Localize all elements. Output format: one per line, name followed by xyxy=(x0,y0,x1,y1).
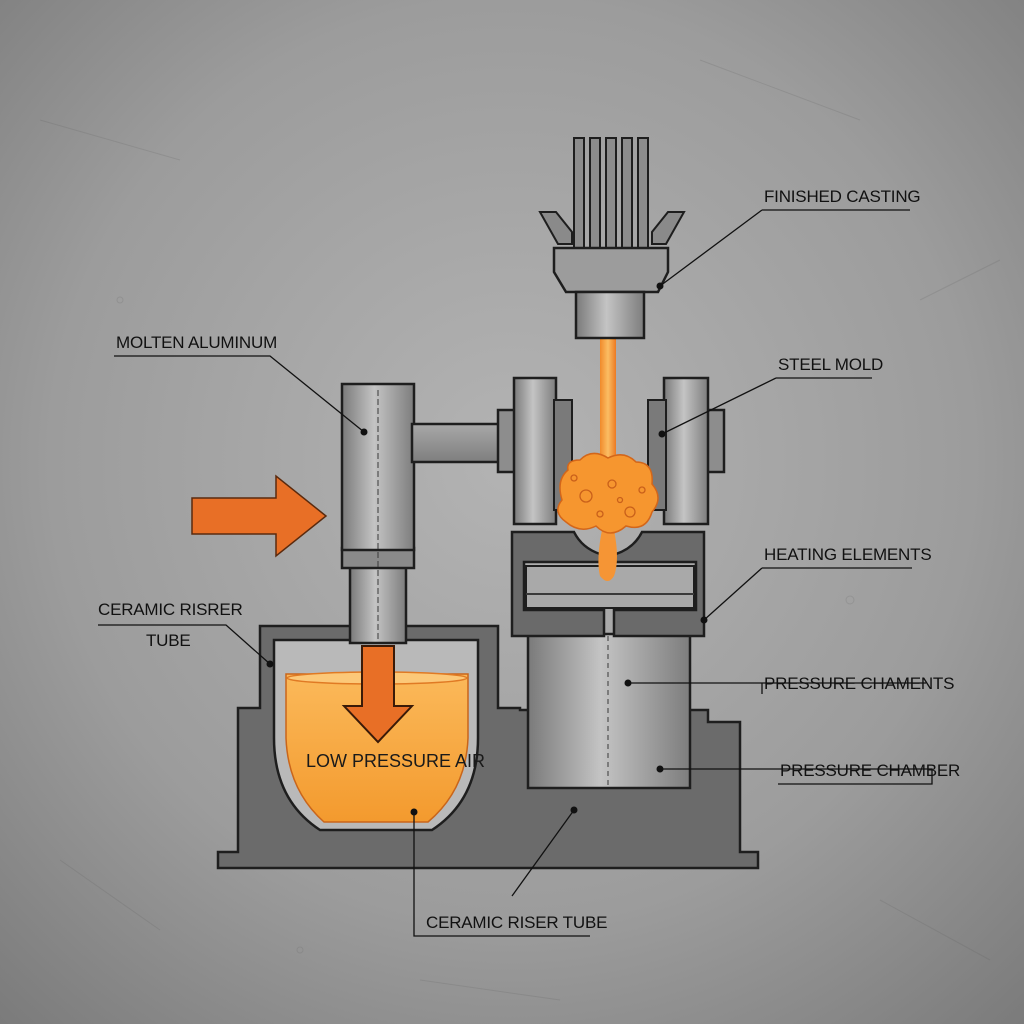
riser-tube xyxy=(348,563,408,645)
heating-element-block xyxy=(510,530,706,638)
label-molten-aluminum: MOLTEN ALUMINUM xyxy=(116,333,277,352)
label-heating-elements: HEATING ELEMENTS xyxy=(764,545,931,564)
steel-mold-left xyxy=(496,376,573,526)
feed-pipe xyxy=(410,422,504,464)
leader-lines xyxy=(98,209,933,937)
molten-blob xyxy=(557,452,659,534)
finished-casting xyxy=(538,137,686,340)
pressure-chamber xyxy=(526,632,692,790)
steel-mold-right xyxy=(647,376,726,526)
label-ceramic-riser-tube-bottom: CERAMIC RISER TUBE xyxy=(426,913,607,932)
label-pressure-chamber: PRESSURE CHAMBER xyxy=(780,761,960,780)
molten-aluminum-bath xyxy=(285,673,469,823)
label-ceramic-riser-tube-left-1: CERAMIC RISRER xyxy=(98,600,243,619)
label-pressure-chaments: PRESSURE CHAMENTS xyxy=(764,674,954,693)
label-ceramic-riser-tube-left-2: TUBE xyxy=(146,631,191,650)
label-steel-mold: STEEL MOLD xyxy=(778,355,883,374)
down-arrow-icon xyxy=(341,645,415,744)
right-arrow-icon xyxy=(191,474,328,558)
molten-stream xyxy=(557,338,659,581)
riser-tube-assembly xyxy=(340,382,504,645)
label-finished-casting: FINISHED CASTING xyxy=(764,187,920,206)
label-low-pressure-air: LOW PRESSURE AIR xyxy=(306,751,485,771)
background-texture xyxy=(39,59,1001,1001)
